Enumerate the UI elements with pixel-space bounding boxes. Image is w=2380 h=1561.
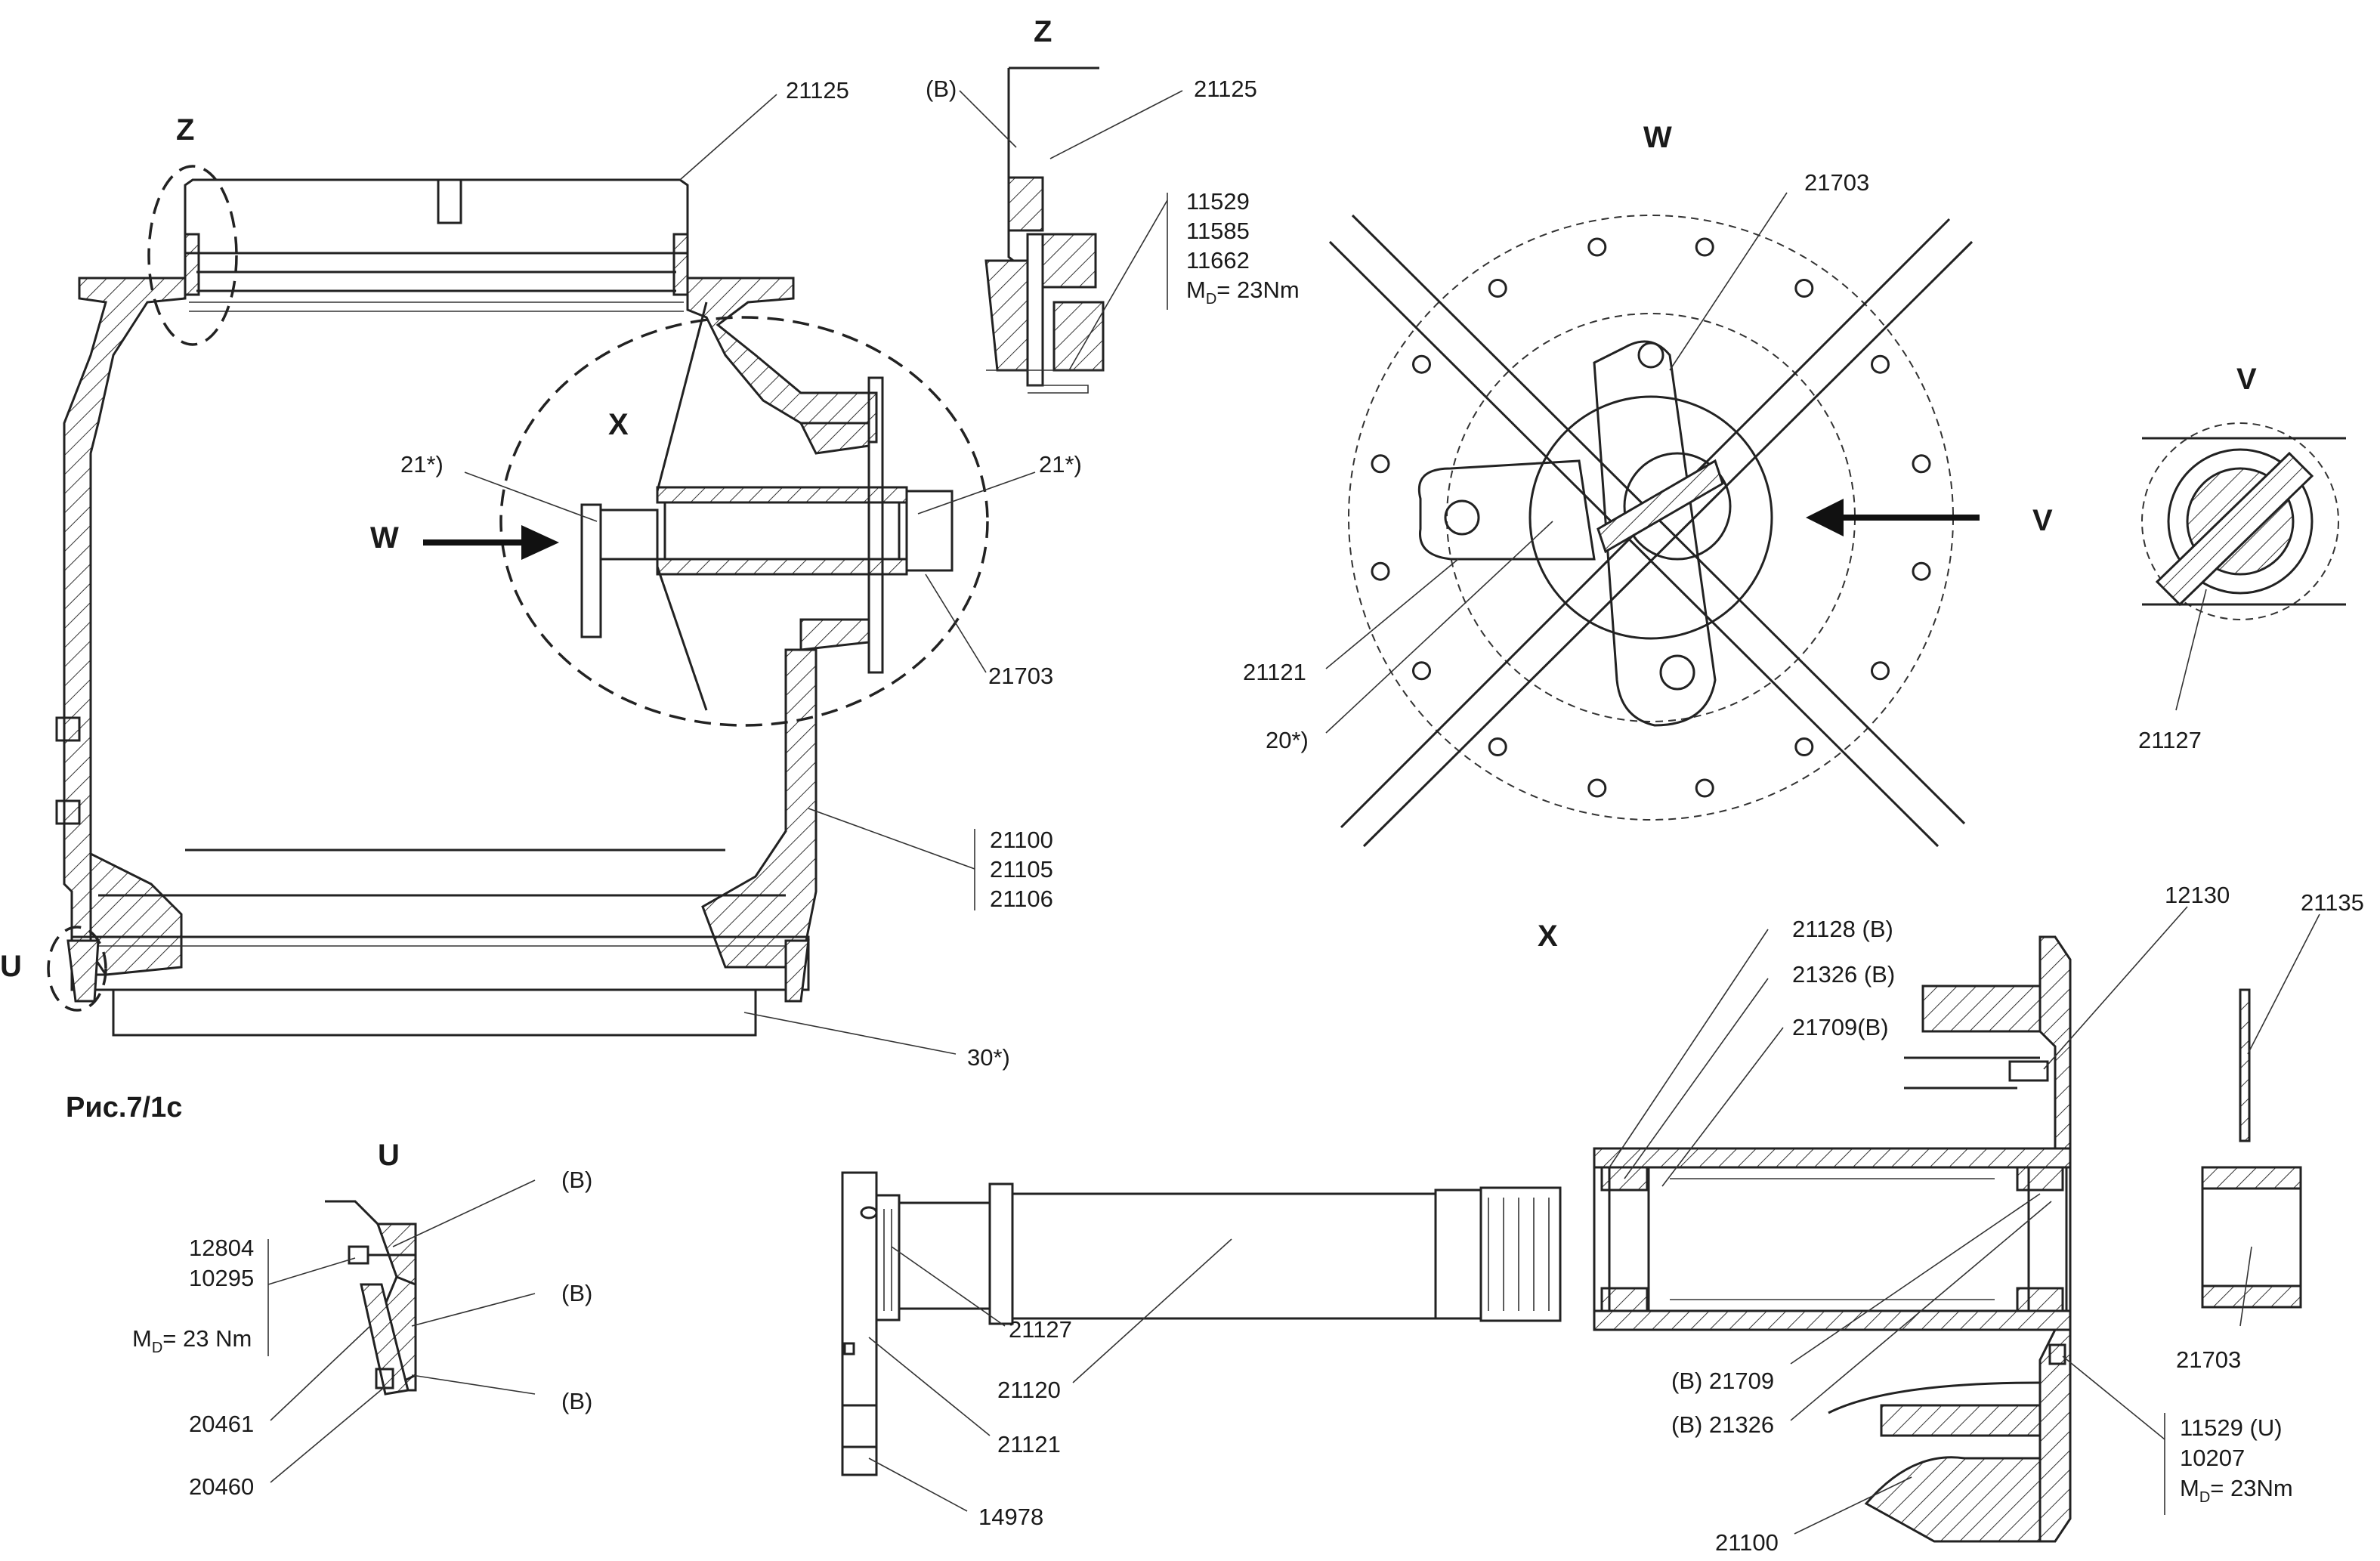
detail-x-title: X bbox=[1538, 920, 1558, 953]
bolt-hole bbox=[1371, 561, 1390, 581]
part-label-21x-right: 21*) bbox=[1039, 451, 1082, 478]
shaft-detail bbox=[841, 1171, 1562, 1476]
z-label-11662: 11662 bbox=[1186, 247, 1250, 274]
shaft-label-21120: 21120 bbox=[997, 1377, 1061, 1403]
view-label-z: Z bbox=[176, 113, 194, 147]
z-label-11529: 11529 bbox=[1186, 188, 1250, 215]
detail-u bbox=[325, 1200, 417, 1396]
shaft-label-14978: 14978 bbox=[978, 1504, 1043, 1530]
bolt-hole bbox=[1695, 778, 1714, 798]
u-label-10295: 10295 bbox=[189, 1265, 254, 1291]
part-label-21125: 21125 bbox=[786, 77, 849, 104]
bolt-hole bbox=[1912, 561, 1931, 581]
detail-x bbox=[1593, 935, 2302, 1543]
bolt-hole bbox=[1412, 661, 1431, 681]
x-label-21709: 21709(B) bbox=[1792, 1014, 1889, 1040]
x-label-12130: 12130 bbox=[2165, 882, 2230, 908]
x-label-md: MD= 23Nm bbox=[2180, 1475, 2293, 1506]
x-label-21703: 21703 bbox=[2176, 1346, 2241, 1373]
shaft-label-21127: 21127 bbox=[1009, 1316, 1072, 1343]
detail-w-bolt-holes bbox=[1371, 237, 1931, 798]
part-label-21100: 21100 bbox=[990, 827, 1053, 853]
x-label-21128: 21128 (B) bbox=[1792, 916, 1893, 942]
part-label-30x: 30*) bbox=[967, 1044, 1010, 1071]
bolt-hole bbox=[1587, 237, 1607, 257]
u-label-20461: 20461 bbox=[189, 1411, 254, 1437]
v-arrow-label: V bbox=[2032, 504, 2053, 537]
part-label-21106: 21106 bbox=[990, 886, 1053, 912]
detail-w-title: W bbox=[1643, 121, 1672, 154]
shaft-label-21121: 21121 bbox=[997, 1431, 1061, 1457]
u-label-12804: 12804 bbox=[189, 1235, 254, 1261]
detail-circle-z bbox=[147, 165, 238, 346]
u-label-b1: (B) bbox=[561, 1167, 592, 1193]
x-label-b21326: (B) 21326 bbox=[1671, 1411, 1774, 1438]
z-label-b: (B) bbox=[926, 76, 957, 102]
u-label-20460: 20460 bbox=[189, 1473, 254, 1500]
v-label-21127: 21127 bbox=[2138, 727, 2202, 753]
bolt-hole bbox=[1488, 737, 1507, 756]
x-label-21326: 21326 (B) bbox=[1792, 961, 1895, 988]
u-label-md: MD= 23 Nm bbox=[132, 1325, 252, 1356]
detail-w bbox=[1328, 214, 1974, 848]
w-view-arrow bbox=[423, 525, 559, 560]
x-label-21100: 21100 bbox=[1715, 1529, 1779, 1556]
bolt-hole bbox=[1488, 279, 1507, 298]
z-label-11585: 11585 bbox=[1186, 218, 1250, 244]
view-label-x: X bbox=[608, 408, 629, 441]
bolt-hole bbox=[1912, 454, 1931, 474]
bolt-hole bbox=[1587, 778, 1607, 798]
detail-circle-x bbox=[499, 316, 989, 727]
bolt-hole bbox=[1371, 454, 1390, 474]
z-label-21125: 21125 bbox=[1194, 76, 1257, 102]
main-section-view bbox=[55, 178, 954, 1037]
figure-caption: Рис.7/1c bbox=[66, 1092, 182, 1124]
u-label-b2: (B) bbox=[561, 1280, 592, 1306]
detail-v bbox=[2141, 422, 2346, 620]
z-label-md: MD= 23Nm bbox=[1186, 277, 1300, 308]
x-label-21135: 21135 bbox=[2301, 889, 2364, 916]
bolt-hole bbox=[1794, 737, 1814, 756]
w-label-20x: 20*) bbox=[1266, 727, 1309, 753]
part-label-21105: 21105 bbox=[990, 856, 1053, 883]
bolt-hole bbox=[1794, 279, 1814, 298]
x-label-11529u: 11529 (U) bbox=[2180, 1414, 2283, 1441]
part-label-21703: 21703 bbox=[988, 663, 1053, 689]
part-label-21x-left: 21*) bbox=[400, 451, 444, 478]
w-label-21121: 21121 bbox=[1243, 659, 1306, 685]
detail-z bbox=[984, 66, 1105, 394]
detail-circle-u bbox=[47, 926, 107, 1012]
bolt-hole bbox=[1871, 354, 1890, 374]
detail-z-title: Z bbox=[1034, 15, 1052, 48]
u-label-b3: (B) bbox=[561, 1388, 592, 1414]
x-label-b21709: (B) 21709 bbox=[1671, 1368, 1774, 1394]
x-label-10207: 10207 bbox=[2180, 1445, 2245, 1471]
detail-u-title: U bbox=[378, 1139, 400, 1172]
view-label-w: W bbox=[370, 521, 399, 555]
bolt-hole bbox=[1412, 354, 1431, 374]
bolt-hole bbox=[1871, 661, 1890, 681]
detail-v-title: V bbox=[2236, 363, 2257, 396]
top-teeth-row bbox=[189, 301, 684, 312]
view-label-u: U bbox=[0, 950, 22, 983]
w-label-21703: 21703 bbox=[1804, 169, 1869, 196]
v-view-arrow bbox=[1806, 499, 1980, 536]
bolt-hole bbox=[1695, 237, 1714, 257]
